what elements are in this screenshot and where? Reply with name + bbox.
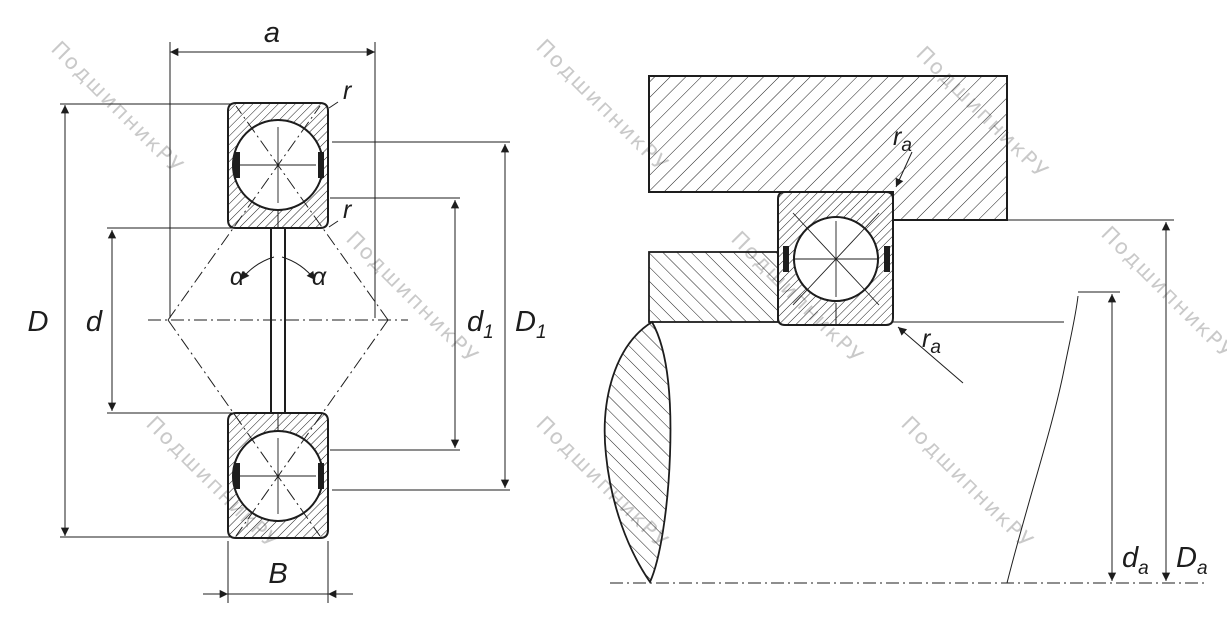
dim-label-d1: d1 [467, 306, 494, 343]
alpha-arc-left [240, 256, 275, 281]
dim-label-D: D [28, 306, 49, 338]
dimension-d1: d1 [330, 197, 494, 451]
dimension-D1: D1 [332, 141, 547, 491]
contact-angle-lines [148, 105, 408, 537]
dim-label-ra-bottom-sub: a [930, 337, 941, 358]
abutment-fillet-curve [1006, 295, 1079, 584]
watermark-text: ПодшипникРУ [1096, 222, 1227, 364]
watermark-text: ПодшипникРУ [46, 37, 188, 179]
dimension-a: a [169, 17, 376, 318]
dim-label-ra-top: ra [893, 123, 912, 156]
mounted-cage-sections [783, 246, 890, 272]
dimension-B: B [203, 541, 353, 603]
dim-label-D1: D1 [515, 306, 547, 343]
dim-label-d: d [86, 306, 103, 338]
dim-label-Da-base: D [1176, 542, 1197, 574]
watermark-text: ПодшипникРУ [896, 412, 1038, 554]
dimension-D: D [28, 103, 230, 538]
dim-label-da-base: d [1122, 542, 1139, 574]
dim-label-ra-bottom: ra [922, 325, 941, 358]
dimension-da: da [1078, 291, 1149, 581]
dimension-ra-bottom: ra [897, 325, 964, 384]
dim-label-ra-bottom-base: r [922, 325, 932, 353]
dim-label-Da-sub: a [1197, 558, 1208, 579]
dim-label-d1-sub: 1 [483, 322, 494, 343]
dim-label-ra-top-base: r [893, 123, 903, 151]
contact-angle-annotation: α α [230, 256, 327, 291]
dimension-Da: Da [1007, 219, 1208, 581]
dim-label-r-inner: r [343, 196, 353, 224]
left-view-bearing-section: α α a r r D d [28, 17, 547, 603]
alpha-label-right: α [312, 263, 327, 291]
cage-sections [234, 152, 324, 489]
dim-label-D1-sub: 1 [536, 322, 547, 343]
dimension-d: d [86, 227, 271, 414]
dim-label-da-sub: a [1138, 558, 1149, 579]
dim-label-da: da [1122, 542, 1149, 579]
dim-label-r-outer: r [343, 77, 353, 105]
alpha-arc-right [281, 256, 316, 281]
alpha-label-left: α [230, 263, 245, 291]
shaft-break-section [603, 320, 672, 584]
dim-label-a: a [264, 17, 280, 49]
dim-label-d1-base: d [467, 306, 484, 338]
watermark-text: ПодшипникРУ [341, 227, 483, 369]
dim-label-ra-top-sub: a [901, 135, 912, 156]
dim-label-Da: Da [1176, 542, 1208, 579]
dim-label-B: B [268, 558, 287, 590]
right-view-mounting: ra ra da Da [603, 75, 1208, 584]
dimension-ra-top: ra [893, 123, 913, 188]
mounted-contact-lines [792, 212, 880, 325]
dim-label-D1-base: D [515, 306, 536, 338]
shaft-shoulder-section [648, 251, 779, 323]
corner-radius-annotations: r r [328, 77, 353, 228]
